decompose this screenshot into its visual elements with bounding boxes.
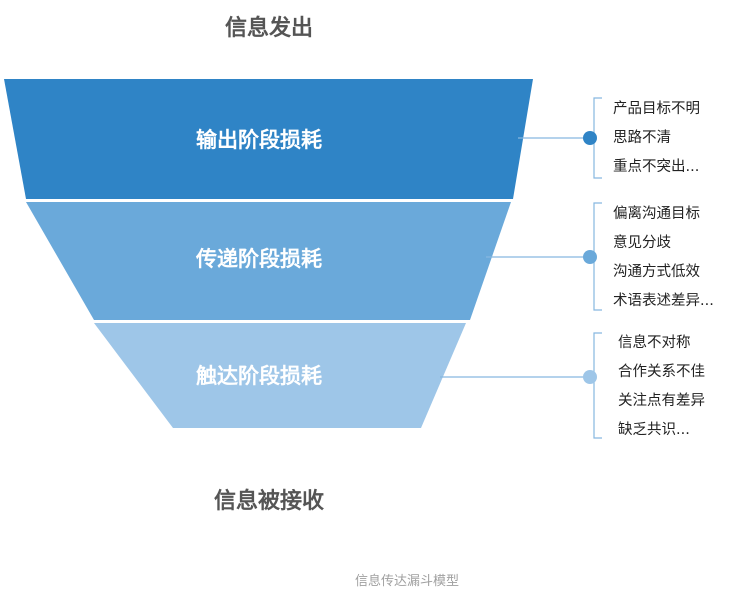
stage-3-dot xyxy=(583,370,597,384)
funnel-top-label: 信息发出 xyxy=(225,16,314,41)
note-item: 产品目标不明 xyxy=(613,101,700,117)
stage-3-title: 触达阶段损耗 xyxy=(196,364,322,388)
stage-3-bracket xyxy=(593,332,602,439)
stage-1-dot xyxy=(583,131,597,145)
stage-1-notes: 产品目标不明 思路不清 重点不突出... xyxy=(613,95,700,182)
note-item: 合作关系不佳 xyxy=(618,364,705,380)
stage-1-segment xyxy=(4,79,533,199)
note-item: 信息不对称 xyxy=(618,335,691,351)
note-item: 术语表述差异... xyxy=(613,293,714,309)
funnel-bottom-label: 信息被接收 xyxy=(214,489,325,514)
note-item: 关注点有差异 xyxy=(618,393,705,409)
note-item: 思路不清 xyxy=(613,130,671,146)
diagram-caption: 信息传达漏斗模型 xyxy=(355,574,460,589)
note-item: 缺乏共识... xyxy=(618,422,690,438)
note-item: 重点不突出... xyxy=(613,159,700,175)
stage-2-notes: 偏离沟通目标 意见分歧 沟通方式低效 术语表述差异... xyxy=(613,200,714,316)
note-item: 偏离沟通目标 xyxy=(613,206,700,222)
stage-2-title: 传递阶段损耗 xyxy=(196,247,322,271)
stage-3-segment xyxy=(94,323,466,428)
stage-2-dot xyxy=(583,250,597,264)
stage-1-title: 输出阶段损耗 xyxy=(196,128,322,152)
stage-2-segment xyxy=(26,202,511,320)
stage-3-notes: 信息不对称 合作关系不佳 关注点有差异 缺乏共识... xyxy=(618,329,705,445)
note-item: 意见分歧 xyxy=(613,235,671,251)
note-item: 沟通方式低效 xyxy=(613,264,700,280)
